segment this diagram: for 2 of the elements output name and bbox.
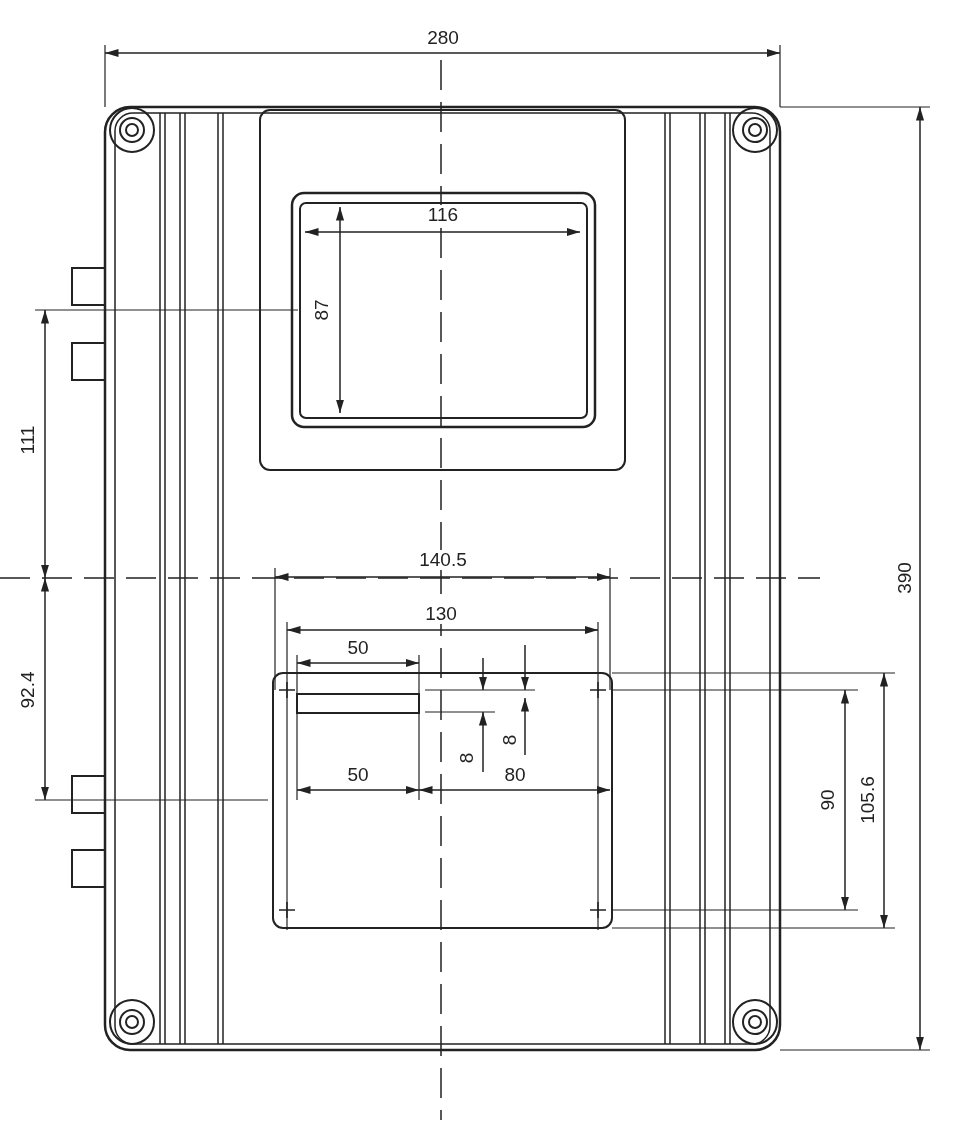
dimension-label: 130 (423, 604, 459, 624)
dimension-label: 140.5 (417, 550, 469, 570)
